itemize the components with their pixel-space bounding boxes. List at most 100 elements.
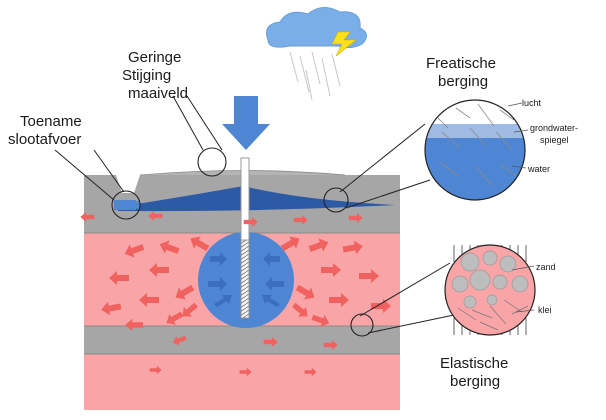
pore-line <box>441 131 461 149</box>
callout-line <box>54 149 115 201</box>
sand-grain <box>463 295 477 309</box>
flow-arrow <box>148 211 163 221</box>
lightning-icon <box>331 31 357 57</box>
label-elastische-berging: Elastische berging <box>440 355 513 390</box>
flow-arrows-group <box>80 211 391 377</box>
zoom-water <box>425 138 525 200</box>
flow-arrow <box>172 335 187 346</box>
flow-arrow <box>280 236 300 252</box>
elastic-storage-zoom <box>444 244 536 336</box>
flow-arrow <box>166 311 184 325</box>
callout-line <box>339 123 426 193</box>
sand-grain <box>511 275 529 293</box>
phreatic-storage-zoom <box>424 99 529 201</box>
callout-circle-surface <box>197 147 227 177</box>
rain-streak <box>299 55 310 93</box>
callout-line <box>93 149 125 193</box>
sand-grains <box>451 250 529 309</box>
flow-arrow <box>125 318 144 332</box>
sand-grain <box>486 294 498 306</box>
rain-streak <box>331 53 341 87</box>
inner-flow-arrow <box>210 252 227 266</box>
flow-arrow <box>295 284 315 300</box>
flow-arrow <box>243 217 258 227</box>
flow-arrow <box>293 215 308 225</box>
label-freatische-berging: Freatische berging <box>426 55 500 90</box>
inner-flow-arrow <box>265 277 284 291</box>
flow-arrow <box>371 299 391 313</box>
label-line: Freatische <box>426 55 496 72</box>
label-line: spiegel <box>540 135 569 145</box>
rain-streak <box>321 57 331 97</box>
label-line: berging <box>438 73 488 90</box>
inner-flow-arrow <box>262 295 280 307</box>
flow-arrow <box>342 240 363 255</box>
sand-grain <box>469 269 491 291</box>
pore-line <box>477 103 495 127</box>
pore-line <box>469 127 487 147</box>
ditch-water <box>114 200 136 210</box>
lower-clay-layer <box>84 326 400 354</box>
callout-lines <box>54 95 455 334</box>
clay-plate <box>457 307 477 321</box>
callout-line <box>172 95 204 151</box>
label-leader <box>511 265 535 271</box>
flow-arrow <box>263 337 278 347</box>
label-toename-slootafvoer: Toename slootafvoer <box>8 113 86 148</box>
ditch-outflow-arrow <box>128 200 140 210</box>
pore-line <box>475 165 493 187</box>
elastic-zoom-outline <box>444 244 536 336</box>
flow-arrow <box>101 301 122 316</box>
label-line: maaiveld <box>128 85 188 102</box>
pore-line <box>499 109 515 121</box>
label-line: berging <box>450 373 500 390</box>
callout-circle-phreatic <box>323 187 349 213</box>
flow-arrow <box>292 302 308 317</box>
flow-arrow <box>190 236 210 252</box>
flow-arrow <box>149 263 169 277</box>
clay-plate <box>503 299 523 313</box>
label-grondwaterspiegel: grondwater- spiegel <box>530 123 581 145</box>
label-leader <box>513 129 529 133</box>
flow-arrow <box>311 314 330 327</box>
phreatic-zoom-outline <box>424 99 526 201</box>
flow-arrow <box>239 367 252 377</box>
label-leader <box>511 165 527 169</box>
label-leader <box>515 309 535 313</box>
inner-flow-arrow <box>208 277 227 291</box>
callout-line <box>359 262 451 317</box>
inner-flow-arrow <box>263 252 280 266</box>
pore-line <box>495 131 513 151</box>
inner-flow-arrow <box>214 295 232 307</box>
flow-arrow <box>175 284 195 300</box>
pore-line <box>439 161 459 177</box>
clay-plate <box>489 305 507 325</box>
clay-plate <box>471 309 493 319</box>
water-table-lens <box>118 186 395 212</box>
clay-plate <box>511 305 529 315</box>
label-leader <box>507 102 523 107</box>
rain-streak <box>289 51 299 83</box>
label-line: Geringe <box>128 49 181 66</box>
flow-arrow <box>304 367 317 377</box>
flow-arrow <box>308 238 329 252</box>
label-line: slootafvoer <box>8 131 81 148</box>
callout-line <box>345 179 431 209</box>
sand-grain <box>492 274 508 290</box>
bottom-sand-layer <box>84 354 400 410</box>
label-line: Elastische <box>440 355 508 372</box>
pore-line <box>499 163 517 177</box>
label-zand: zand <box>536 262 556 272</box>
pumping-down-arrow <box>222 96 270 150</box>
sand-grain <box>460 252 480 272</box>
flow-arrow <box>323 340 338 350</box>
sand-grain <box>499 255 517 273</box>
callout-circle-ditch <box>111 190 141 220</box>
label-lucht: lucht <box>522 98 542 108</box>
flow-arrow <box>109 271 129 285</box>
flow-arrow <box>80 212 95 222</box>
flow-arrow <box>149 365 162 375</box>
flow-arrow <box>321 263 341 277</box>
